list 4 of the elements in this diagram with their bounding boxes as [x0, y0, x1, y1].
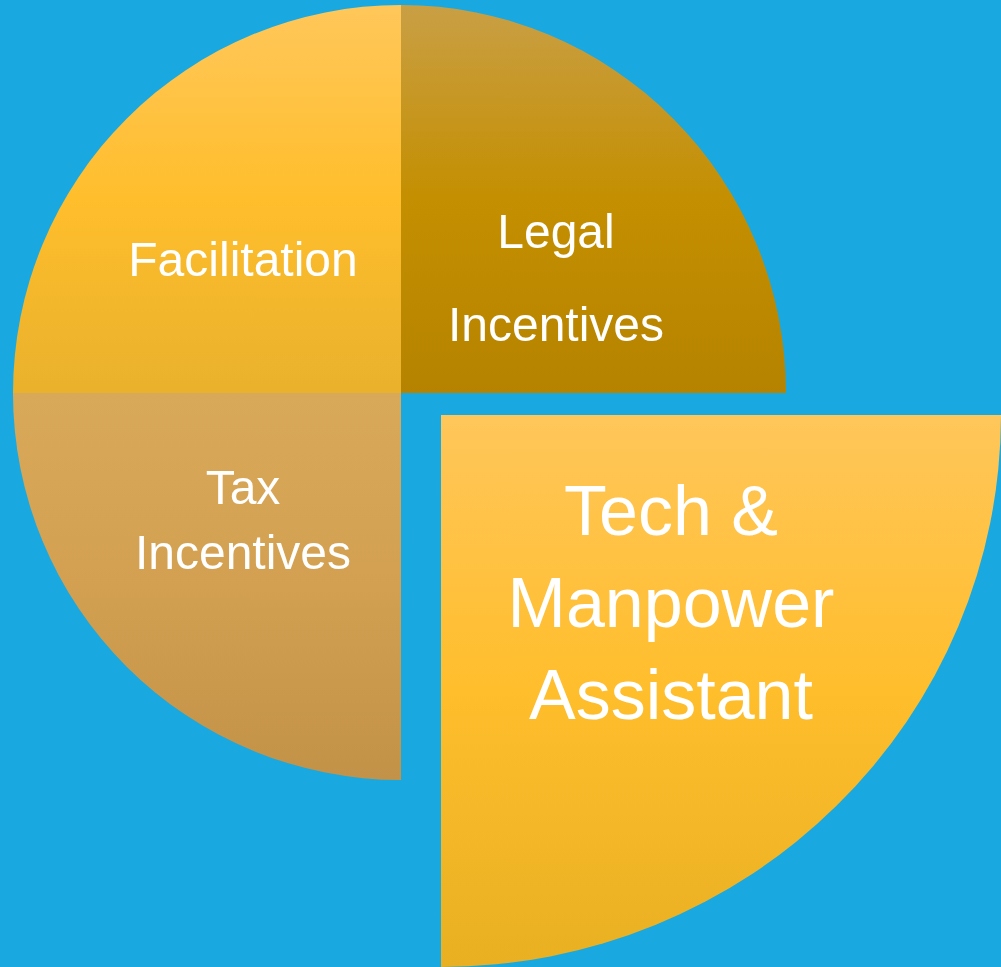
segment-label: Facilitation	[127, 232, 359, 288]
segment-label: Tech & Manpower Assistant	[506, 471, 836, 736]
segment-label: Tax Incentives	[133, 460, 353, 581]
segment-label: Legal Incentives	[446, 204, 666, 353]
